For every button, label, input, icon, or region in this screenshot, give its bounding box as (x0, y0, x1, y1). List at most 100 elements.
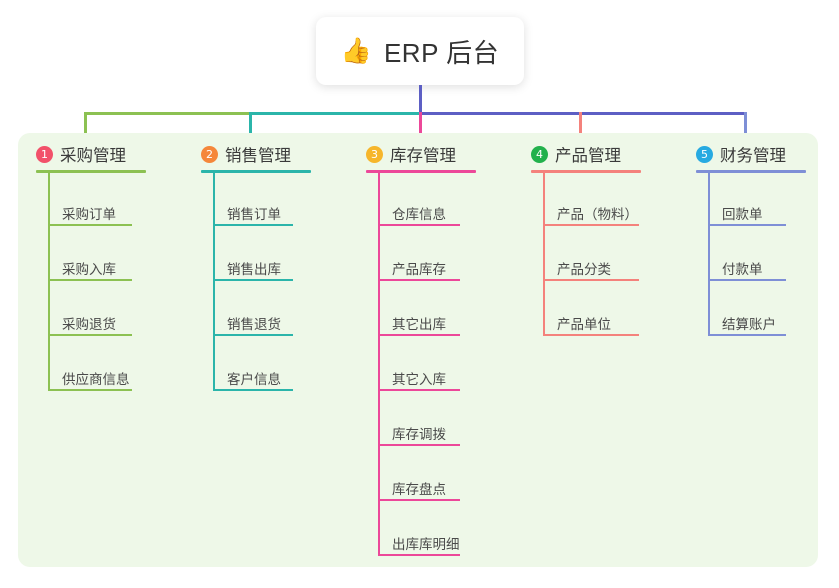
branch-item-label: 供应商信息 (62, 372, 130, 387)
branch-panel (18, 133, 818, 567)
branch-item-label: 客户信息 (227, 372, 281, 387)
branch-title: 产品管理 (555, 147, 621, 165)
branch-item-connector (708, 334, 722, 336)
branch-stem-line (708, 173, 710, 336)
branch-item-connector (378, 389, 392, 391)
branch-item-underline (557, 334, 639, 336)
branch-item[interactable]: 采购入库 (36, 228, 146, 283)
branch-item[interactable]: 产品单位 (531, 283, 641, 338)
branch-item[interactable]: 销售出库 (201, 228, 311, 283)
branch-item[interactable]: 库存盘点 (366, 448, 476, 503)
branch-item-label: 产品单位 (557, 317, 611, 332)
branch-column-2: 2 销售管理销售订单销售出库销售退货客户信息 (201, 142, 311, 393)
branch-number-badge: 2 (201, 145, 218, 163)
branch-item-label: 回款单 (722, 207, 763, 222)
branch-item[interactable]: 供应商信息 (36, 338, 146, 393)
branch-item-connector (213, 334, 227, 336)
branch-item-label: 产品分类 (557, 262, 611, 277)
branch-item-underline (62, 224, 132, 226)
branch-number-badge: 4 (531, 145, 548, 163)
branch-item[interactable]: 出库库明细 (366, 503, 476, 558)
branch-item-connector (48, 224, 62, 226)
branch-item-connector (48, 279, 62, 281)
branch-item-underline (62, 389, 132, 391)
branch-item-label: 出库库明细 (392, 537, 460, 552)
branch-item-underline (392, 224, 460, 226)
branch-item-label: 仓库信息 (392, 207, 446, 222)
branch-item[interactable]: 产品（物料） (531, 173, 641, 228)
branch-stem-line (378, 173, 380, 556)
branch-item-label: 库存盘点 (392, 482, 446, 497)
branch-item-connector (708, 279, 722, 281)
branch-item-underline (62, 334, 132, 336)
branch-item[interactable]: 其它出库 (366, 283, 476, 338)
branch-item-underline (227, 389, 293, 391)
branch-item-underline (392, 499, 460, 501)
root-stem-line (419, 85, 422, 114)
branch-item-list: 回款单付款单结算账户 (696, 173, 806, 338)
branch-item[interactable]: 销售退货 (201, 283, 311, 338)
branch-item[interactable]: 产品分类 (531, 228, 641, 283)
branch-item-connector (48, 389, 62, 391)
branch-item-underline (392, 279, 460, 281)
branch-item-connector (378, 444, 392, 446)
branch-item-connector (543, 334, 557, 336)
branch-underline (696, 170, 806, 173)
branch-item-label: 其它出库 (392, 317, 446, 332)
branch-underline (531, 170, 641, 173)
bus-segment-2 (249, 112, 419, 115)
branch-item-underline (392, 334, 460, 336)
branch-item-connector (543, 279, 557, 281)
branch-item-connector (378, 224, 392, 226)
branch-header-2[interactable]: 2 销售管理 (201, 142, 311, 166)
branch-item-connector (48, 334, 62, 336)
branch-item-connector (213, 389, 227, 391)
branch-item-underline (392, 444, 460, 446)
branch-item-list: 产品（物料） 产品分类产品单位 (531, 173, 641, 338)
branch-title: 库存管理 (390, 147, 456, 165)
branch-item-label: 销售出库 (227, 262, 281, 277)
branch-item-list: 仓库信息产品库存其它出库其它入库库存调拨库存盘点出库库明细 (366, 173, 476, 558)
branch-item[interactable]: 其它入库 (366, 338, 476, 393)
branch-item-label: 产品（物料） (557, 207, 638, 222)
branch-number-badge: 5 (696, 145, 713, 163)
branch-item[interactable]: 采购退货 (36, 283, 146, 338)
root-node-card[interactable]: 👍 ERP 后台 (316, 17, 524, 85)
branch-item-underline (722, 224, 786, 226)
branch-title: 销售管理 (225, 147, 291, 165)
branch-item[interactable]: 付款单 (696, 228, 806, 283)
branch-item[interactable]: 客户信息 (201, 338, 311, 393)
branch-stem-line (543, 173, 545, 336)
root-node-title: ERP 后台 (383, 37, 500, 68)
branch-item-connector (378, 334, 392, 336)
branch-header-4[interactable]: 4 产品管理 (531, 142, 641, 166)
branch-item-label: 采购退货 (62, 317, 116, 332)
branch-item-list: 销售订单销售出库销售退货客户信息 (201, 173, 311, 393)
branch-item-label: 库存调拨 (392, 427, 446, 442)
branch-item-connector (378, 554, 392, 556)
branch-item[interactable]: 销售订单 (201, 173, 311, 228)
branch-item-underline (557, 224, 639, 226)
branch-item-underline (227, 334, 293, 336)
branch-item[interactable]: 仓库信息 (366, 173, 476, 228)
branch-item-label: 采购订单 (62, 207, 116, 222)
branch-underline (201, 170, 311, 173)
branch-underline (366, 170, 476, 173)
branch-underline (36, 170, 146, 173)
branch-item[interactable]: 回款单 (696, 173, 806, 228)
branch-item-connector (708, 224, 722, 226)
branch-item-underline (392, 554, 460, 556)
branch-item[interactable]: 库存调拨 (366, 393, 476, 448)
branch-item-label: 结算账户 (722, 317, 776, 332)
branch-item-connector (213, 224, 227, 226)
branch-item[interactable]: 采购订单 (36, 173, 146, 228)
branch-item[interactable]: 产品库存 (366, 228, 476, 283)
branch-item[interactable]: 结算账户 (696, 283, 806, 338)
branch-column-4: 4 产品管理产品（物料） 产品分类产品单位 (531, 142, 641, 338)
